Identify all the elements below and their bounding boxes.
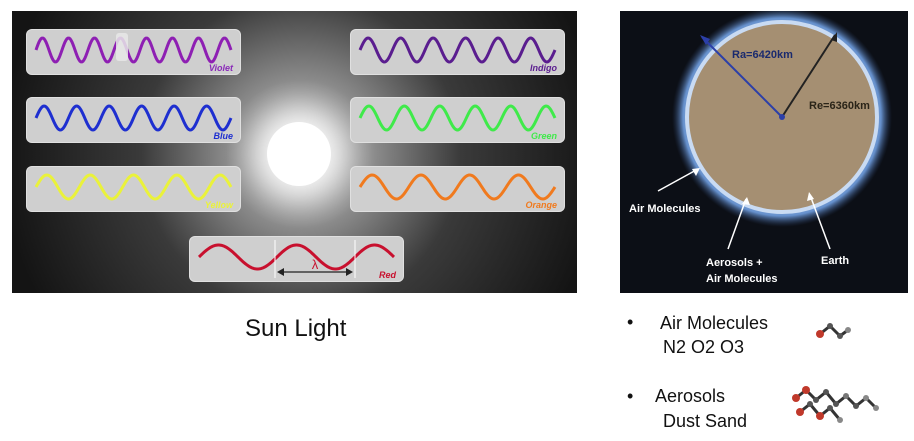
aerosols-title: Aerosols [655, 386, 726, 406]
yellow-wave [34, 173, 233, 201]
ra-arrowhead [700, 35, 710, 45]
aerosol-molecule-icon [792, 386, 879, 423]
earth-center-dot [779, 114, 785, 120]
air-molecules-title: Air Molecules [660, 313, 769, 333]
wavelength-symbol: λ [312, 257, 319, 272]
blue-label: Blue [213, 131, 233, 141]
earth-pointer-head [807, 192, 814, 201]
wave-card-green: Green [350, 97, 565, 143]
atmosphere-diagram-panel: Ra=6420km Re=6360km Air Molecules Aeroso… [620, 11, 908, 293]
indigo-wave [358, 36, 557, 64]
sun-icon [267, 122, 331, 186]
sun-light-caption: Sun Light [245, 315, 347, 342]
wave-card-orange: Orange [350, 166, 565, 212]
aerosols-pointer-head [742, 197, 750, 205]
yellow-label: Yellow [204, 200, 233, 210]
air-molecules-detail: N2 O2 O3 [663, 337, 745, 357]
bullet-aerosols: • [627, 386, 634, 406]
indigo-label: Indigo [530, 63, 557, 73]
ra-radius-arrow [701, 36, 783, 118]
bullet-air-molecules: • [627, 312, 634, 332]
earth-label: Earth [821, 255, 849, 267]
aerosols-label-line1: Aerosols + [706, 257, 763, 269]
air-molecules-label: Air Molecules [629, 203, 701, 215]
aerosols-pointer [727, 198, 747, 250]
wave-card-blue: Blue [26, 97, 241, 143]
aerosols-label-line2: Air Molecules [706, 273, 778, 285]
orange-wave [358, 173, 557, 201]
green-label: Green [530, 131, 557, 141]
wavelength-arrowhead-left [277, 268, 284, 276]
wave-card-red: λ Red [189, 236, 404, 282]
green-wave [358, 104, 557, 132]
orange-label: Orange [525, 200, 557, 210]
aerosols-detail: Dust Sand [663, 411, 748, 431]
earth-pointer [809, 194, 831, 250]
red-wave: λ [197, 240, 396, 278]
wavelength-arrowhead-right [346, 268, 353, 276]
re-label: Re=6360km [809, 100, 870, 112]
blue-wave [34, 104, 233, 132]
air-molecules-pointer-head [692, 168, 700, 176]
re-radius-arrow [781, 34, 836, 118]
ra-label: Ra=6420km [732, 49, 793, 61]
atmosphere-diagram: Ra=6420km Re=6360km Air Molecules Aeroso… [629, 11, 892, 285]
wave-card-yellow: Yellow [26, 166, 241, 212]
prism-icon [116, 33, 128, 61]
air-molecule-icon [816, 323, 851, 339]
violet-wave [34, 33, 233, 64]
red-label: Red [378, 270, 396, 280]
re-arrowhead [831, 32, 837, 42]
air-molecules-pointer [657, 168, 699, 192]
visible-spectrum-panel: Violet Indigo Blue Green Yellow Orange λ… [12, 11, 577, 293]
wave-card-indigo: Indigo [350, 29, 565, 75]
violet-label: Violet [208, 63, 233, 73]
wave-card-violet: Violet [26, 29, 241, 75]
